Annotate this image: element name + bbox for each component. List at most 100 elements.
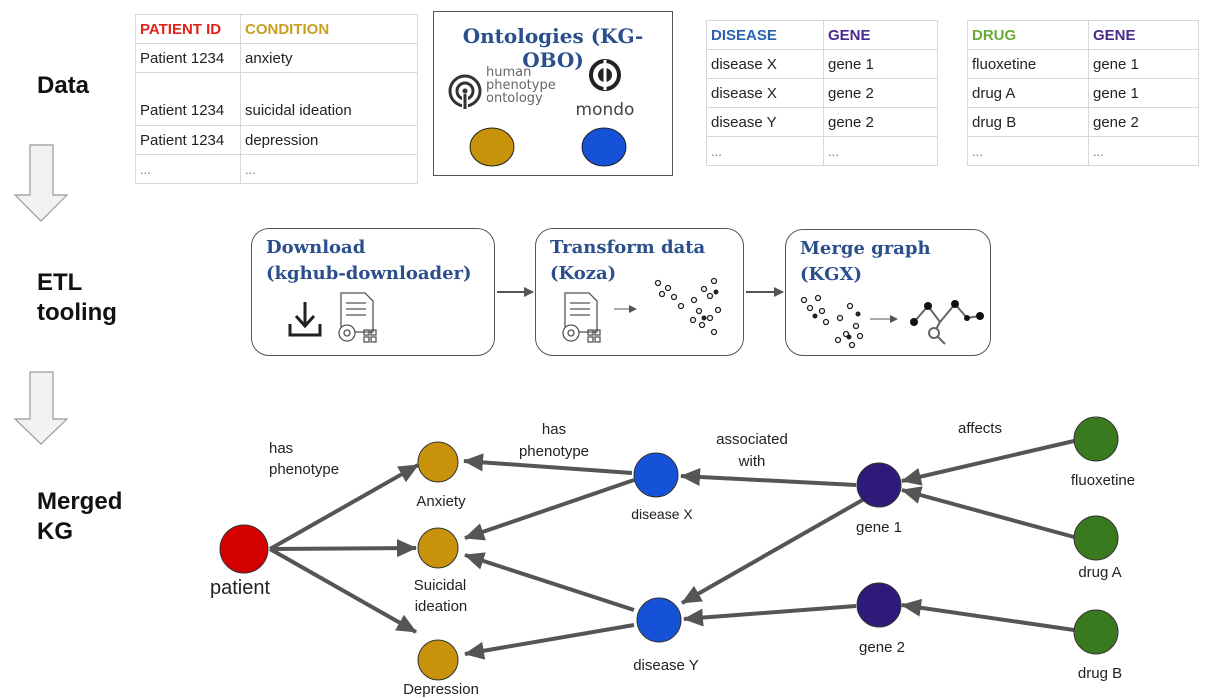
table-row: ... ... (706, 136, 938, 166)
node-dot-filled (701, 315, 707, 321)
table-row: disease Y gene 2 (706, 107, 938, 137)
etl-step-title-line1: Merge graph (800, 238, 931, 259)
etl-step-title-line1: Transform data (550, 237, 706, 258)
etl-step-title: Transform data (Koza) (550, 235, 705, 287)
header-drug: DRUG (967, 20, 1089, 50)
grid-cell (370, 336, 377, 343)
edge-drugb-gene2 (901, 598, 1075, 632)
edge-patient-suicidal (269, 539, 417, 558)
table-cell: Patient 1234 (135, 43, 241, 73)
table-row: ... ... (135, 154, 418, 184)
down-arrow-2 (13, 371, 69, 445)
section-label-kg-line2: KG (37, 518, 73, 545)
label-drug-b: drug B (1078, 665, 1122, 682)
grid-cell (363, 336, 370, 343)
scatter-nodes-filled (701, 289, 719, 321)
section-label-etl: ETL tooling (37, 268, 117, 328)
node-dot (658, 290, 666, 298)
table-cell: drug B (967, 107, 1089, 137)
document-gear-icon (562, 292, 601, 343)
grid-cell (370, 329, 377, 336)
node-dot (852, 322, 860, 330)
header-patient-id: PATIENT ID (135, 14, 241, 44)
table-row: drug B gene 2 (967, 107, 1199, 137)
label-drug-a: drug A (1078, 564, 1121, 581)
node-dot (806, 304, 814, 312)
document-gear-icon (338, 292, 377, 343)
molecule-atom (964, 315, 970, 321)
table-cell: gene 1 (823, 49, 938, 79)
down-arrow-1 (13, 144, 69, 222)
gear-icon (562, 324, 580, 342)
label-suicidal-line1: Suicidal (414, 577, 467, 594)
etl-step-title: Merge graph (KGX) (800, 236, 931, 288)
node-dot (695, 307, 703, 315)
edge-label-affects: affects (958, 420, 1002, 437)
label-disease-y: disease Y (633, 657, 699, 674)
edge-gene1-diseasey (681, 496, 867, 605)
hpo-text-line3: ontology (486, 91, 543, 106)
label-fluoxetine: fluoxetine (1071, 472, 1135, 489)
table-row: Patient 1234 anxiety (135, 43, 418, 73)
label-gene-2: gene 2 (859, 639, 905, 656)
table-cell: suicidal ideation (240, 72, 418, 126)
edge-label-associated-line2: with (738, 453, 766, 470)
molecule-atom (951, 300, 959, 308)
table-row: fluoxetine gene 1 (967, 49, 1199, 79)
table-row: drug A gene 1 (967, 78, 1199, 108)
etl-step-title-line2: (KGX) (800, 264, 863, 285)
hpo-logo-dot (462, 88, 468, 94)
table-cell: anxiety (240, 43, 418, 73)
etl-step-title-line2: (Koza) (550, 263, 617, 284)
edge-label-has-phenotype-1-line2: phenotype (269, 461, 339, 478)
table-cell: gene 1 (1088, 49, 1199, 79)
node-dot (818, 307, 826, 315)
table-cell: gene 2 (823, 107, 938, 137)
edge-label-has-phenotype-1-line1: has (269, 440, 293, 457)
node-dot-filled (713, 289, 719, 295)
molecule-atom-hollow (928, 327, 940, 339)
kg-edges (269, 439, 1075, 660)
mondo-logo: mondo (576, 59, 634, 120)
grid-cell (594, 336, 601, 343)
download-icon-head (294, 314, 316, 329)
label-depression: Depression (403, 681, 479, 698)
node-dot (654, 279, 662, 287)
edge-gene2-diseasey (683, 604, 857, 627)
label-anxiety: Anxiety (416, 493, 466, 510)
node-dot-filled (855, 311, 861, 317)
table-cell: ... (823, 136, 938, 166)
table-cell: ... (706, 136, 824, 166)
phenotype-color-swatch (469, 127, 515, 167)
table-header-row: DRUG GENE (967, 20, 1199, 50)
patient-condition-table: PATIENT ID CONDITION Patient 1234 anxiet… (135, 14, 418, 184)
etl-step-merge: Merge graph (KGX) (785, 229, 991, 356)
node-dot (836, 314, 844, 322)
document-outline (564, 292, 598, 333)
disease-color-swatch (581, 127, 627, 167)
hpo-logo: human phenotype ontology (448, 65, 556, 110)
edge-patient-anxiety (269, 463, 419, 551)
edge-label-has-phenotype-2-line1: has (542, 421, 566, 438)
scatter-nodes-filled (812, 311, 861, 340)
node-disease-x (633, 452, 679, 498)
section-label-data: Data (37, 72, 90, 99)
table-row: Patient 1234 depression (135, 125, 418, 155)
edge-fluoxetine-gene1 (901, 439, 1075, 486)
node-dot-filled (812, 313, 818, 319)
table-cell: Patient 1234 (135, 125, 241, 155)
section-label-kg: Merged KG (37, 487, 122, 547)
node-dot (670, 293, 678, 301)
table-cell: ... (967, 136, 1089, 166)
table-cell: fluoxetine (967, 49, 1089, 79)
node-dot (710, 277, 718, 285)
label-gene-1: gene 1 (856, 519, 902, 536)
table-row: disease X gene 1 (706, 49, 938, 79)
table-cell: ... (135, 154, 241, 184)
node-gene-1 (856, 462, 902, 508)
grid-cell (587, 329, 594, 336)
table-cell: disease X (706, 49, 824, 79)
node-dot (690, 296, 698, 304)
table-row: disease X gene 2 (706, 78, 938, 108)
node-dot (822, 318, 830, 326)
